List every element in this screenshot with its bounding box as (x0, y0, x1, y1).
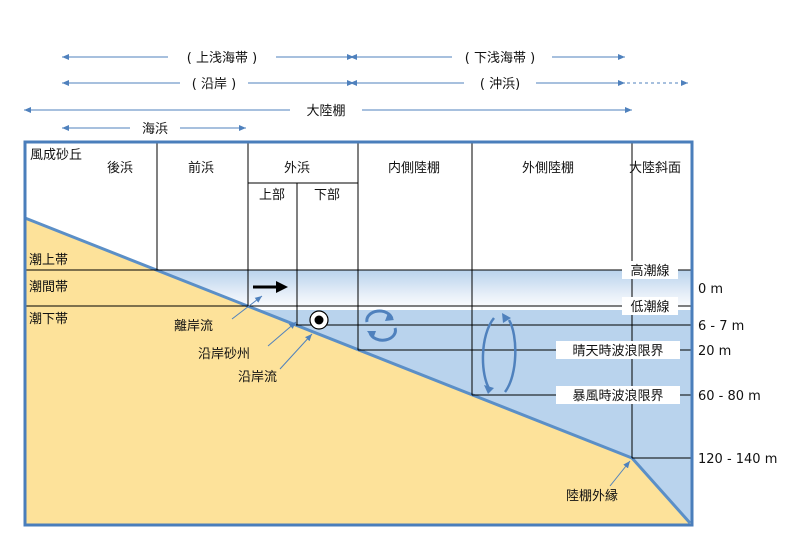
zone-headers: 風成砂丘 後浜 前浜 外浜 上部 下部 内側陸棚 外側陸棚 大陸斜面 (30, 148, 681, 203)
cross-section (23, 140, 694, 527)
water-level-labels: 高潮線 低潮線 晴天時波浪限界 暴風時波浪限界 (556, 261, 680, 404)
fair-weather-wave-base-label: 晴天時波浪限界 (572, 344, 663, 359)
upper-shoreface-label: ( 上浅海帯 ) (187, 51, 257, 66)
depth-labels: 0 m 6 - 7 m 20 m 60 - 80 m 120 - 140 m (698, 282, 777, 467)
longshore-current-label: 沿岸流 (238, 370, 277, 385)
rip-current-label: 離岸流 (174, 319, 213, 334)
continental-slope-label: 大陸斜面 (629, 160, 681, 176)
offshore-label: ( 沖浜) (480, 77, 520, 92)
longshore-current-pointer (279, 333, 313, 370)
high-tide-label-box (622, 261, 678, 279)
storm-label-box (556, 386, 680, 404)
process-symbols (253, 281, 517, 394)
subtidal-label: 潮下帯 (29, 312, 68, 327)
depth-6-7m-label: 6 - 7 m (698, 319, 744, 334)
foreshore-label: 前浜 (188, 160, 214, 176)
continental-shelf-label: 大陸棚 (306, 103, 345, 119)
rip-current-pointer (231, 295, 263, 320)
diagram-frame (23, 140, 694, 527)
depth-0m-label: 0 m (698, 282, 723, 297)
shoreface-lower-label: 下部 (314, 188, 340, 203)
low-tide-label: 低潮線 (630, 299, 669, 315)
tidal-zone-labels: 潮上帯 潮間帯 潮下帯 (29, 253, 68, 327)
shelf-break-label: 陸棚外縁 (566, 488, 618, 504)
beach-label: 海浜 (142, 122, 168, 137)
nearshore-label: ( 沿岸 ) (192, 77, 236, 92)
depth-120-140m-label: 120 - 140 m (698, 452, 777, 467)
fair-weather-label-box (556, 341, 680, 359)
longshore-bar-label: 沿岸砂州 (198, 347, 250, 362)
outer-shelf-circulation-icon (481, 313, 517, 394)
intertidal-label: 潮間帯 (29, 280, 68, 295)
high-tide-label: 高潮線 (630, 263, 669, 279)
depth-60-80m-label: 60 - 80 m (698, 389, 761, 404)
lower-shoreface-label: ( 下浅海帯 ) (465, 51, 535, 66)
shoreface-upper-label: 上部 (259, 188, 285, 203)
supratidal-label: 潮上帯 (29, 253, 68, 268)
eolian-dune-label: 風成砂丘 (30, 148, 82, 163)
range-arrows: ( 上浅海帯 ) ( 下浅海帯 ) ( 沿岸 ) ( 沖浜) 大陸棚 海浜 (24, 51, 688, 137)
seabed-sediment (25, 218, 692, 525)
shelf-break-pointer (609, 460, 631, 487)
storm-wave-base-label: 暴風時波浪限界 (572, 389, 663, 404)
backshore-label: 後浜 (107, 161, 133, 176)
longshore-bar-pointer (267, 321, 297, 347)
low-tide-label-box (622, 297, 678, 315)
depth-20m-label: 20 m (698, 344, 731, 359)
inner-shelf-label: 内側陸棚 (388, 160, 440, 176)
feature-callouts: 離岸流 沿岸砂州 沿岸流 陸棚外縁 (174, 295, 631, 504)
inner-shelf-circulation-icon (365, 309, 397, 342)
outer-shelf-label: 外側陸棚 (522, 160, 574, 176)
shoreface-label: 外浜 (284, 161, 310, 176)
rip-current-arrow (253, 281, 288, 293)
longshore-current-symbol (309, 310, 329, 330)
